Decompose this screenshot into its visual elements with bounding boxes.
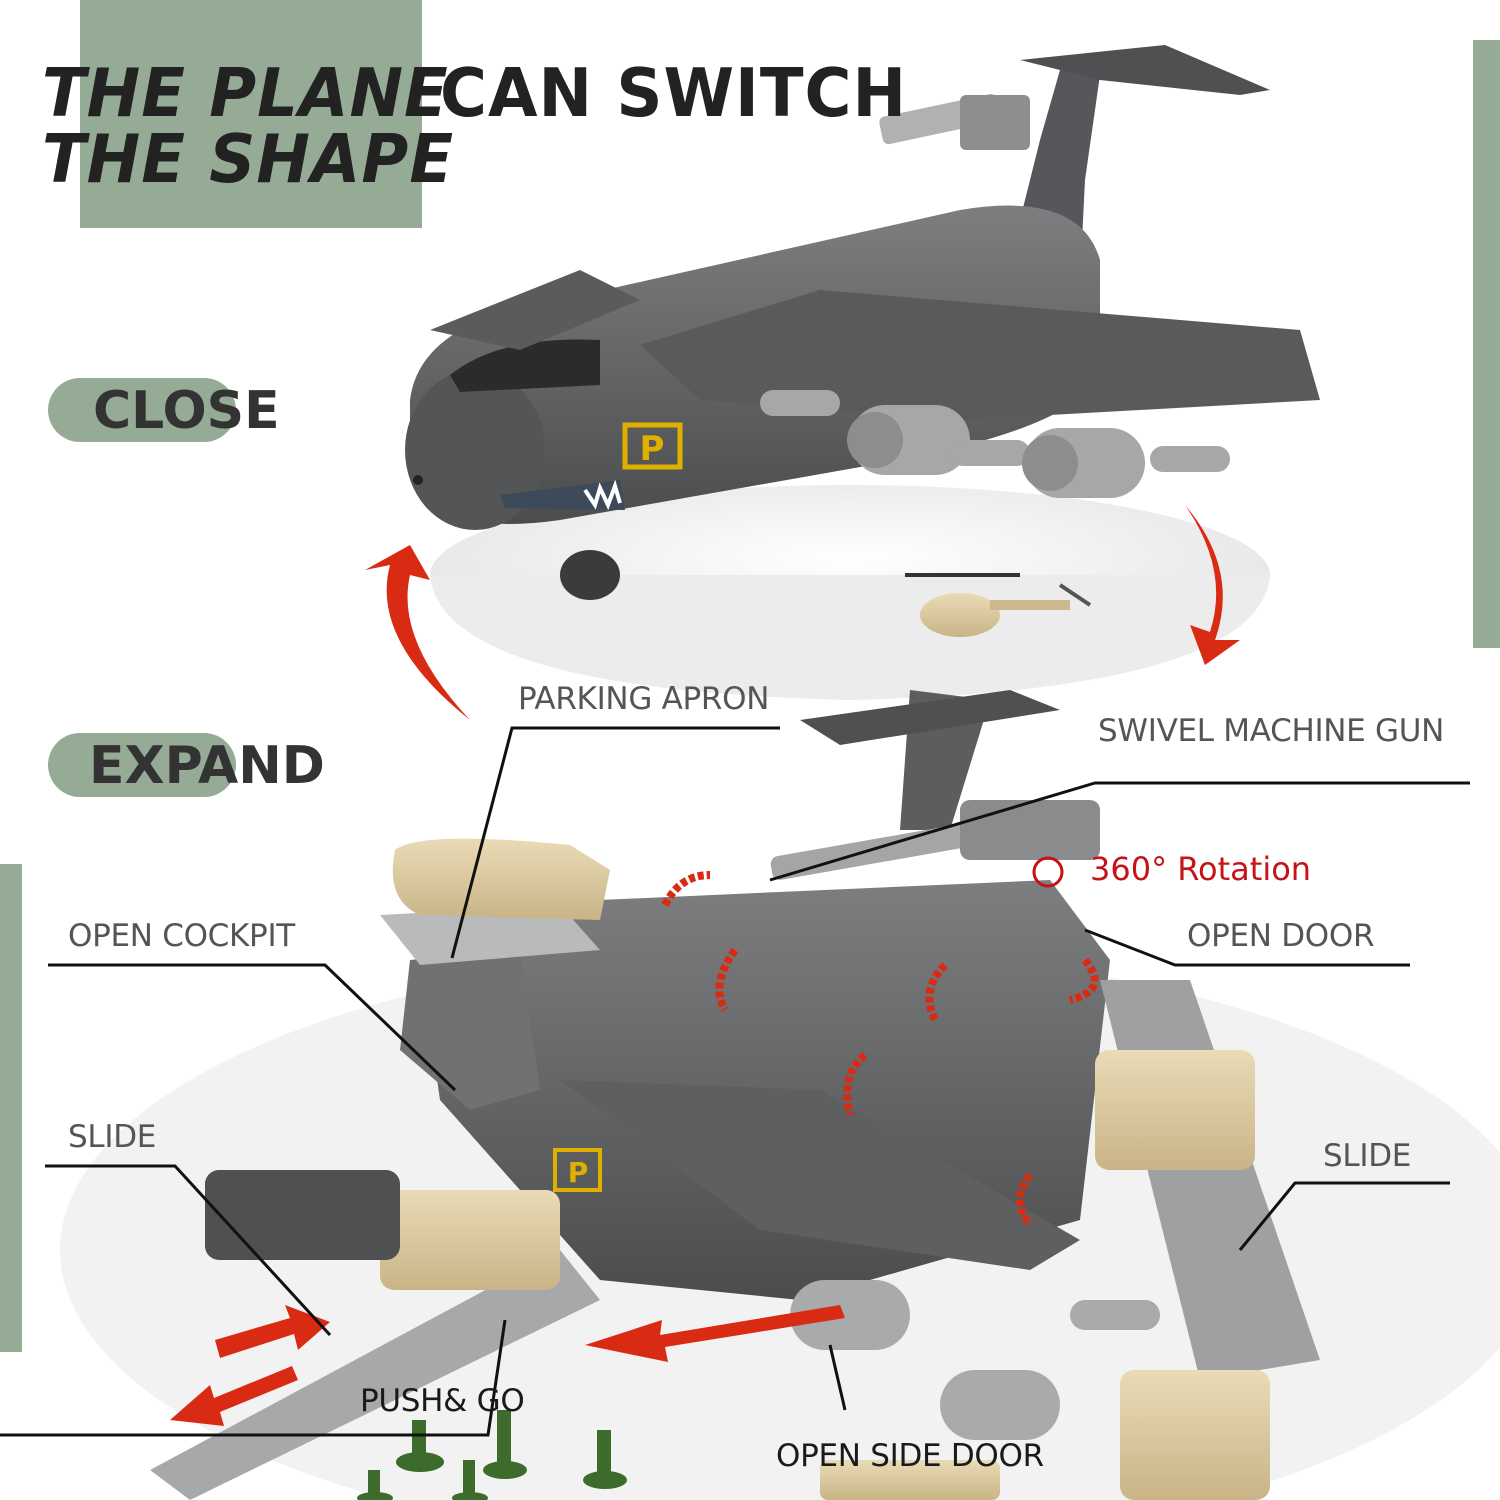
expand-pill-background (48, 733, 236, 797)
title-background-block (80, 0, 422, 228)
rotation-marker-circle (1032, 856, 1064, 888)
close-label: CLOSE (93, 381, 280, 441)
red-arrow-up (365, 545, 470, 720)
tan-vehicle-right (1095, 1050, 1255, 1170)
push-arrow (585, 1305, 845, 1362)
left-accent-bar (0, 864, 22, 1352)
rotation-arrows (661, 871, 1099, 1228)
expanded-plane: P (150, 690, 1320, 1500)
callout-push-go: PUSH& GO (360, 1383, 525, 1419)
callout-open-door: OPEN DOOR (1187, 918, 1375, 954)
headline-line1-part1: THE PLANE (42, 55, 449, 133)
callout-open-cockpit: OPEN COCKPIT (68, 918, 295, 954)
callout-slide-left: SLIDE (68, 1119, 157, 1155)
tan-truck-bottom (1120, 1370, 1270, 1500)
callout-slide-right: SLIDE (1323, 1138, 1412, 1174)
gray-car (205, 1170, 400, 1260)
red-arrow-down (1185, 505, 1240, 665)
expanded-p-decal: P (568, 1156, 589, 1189)
callout-swivel-machine-gun: SWIVEL MACHINE GUN (1098, 713, 1445, 749)
tan-wreck-bottom (820, 1460, 1000, 1500)
headline-line2: THE SHAPE (42, 121, 455, 199)
headline-line1-part2: CAN SWITCH (440, 55, 908, 133)
close-pill-background (48, 378, 236, 442)
callout-parking-apron: PARKING APRON (518, 681, 770, 717)
slide-arrow-left (170, 1366, 298, 1426)
right-accent-bar (1473, 40, 1500, 648)
callout-360-rotation: 360° Rotation (1090, 850, 1312, 888)
closed-plane: P (405, 45, 1320, 600)
slide-arrow-right (215, 1305, 330, 1358)
callout-lines (0, 726, 1470, 1437)
green-soldiers (357, 1410, 627, 1500)
expand-label: EXPAND (89, 736, 325, 796)
tan-tank-left (380, 1190, 560, 1290)
chinook-helicopter (392, 838, 610, 920)
fuselage-p-decal: P (640, 429, 665, 469)
callout-open-side-door: OPEN SIDE DOOR (776, 1438, 1044, 1474)
small-helicopter (905, 573, 1092, 637)
